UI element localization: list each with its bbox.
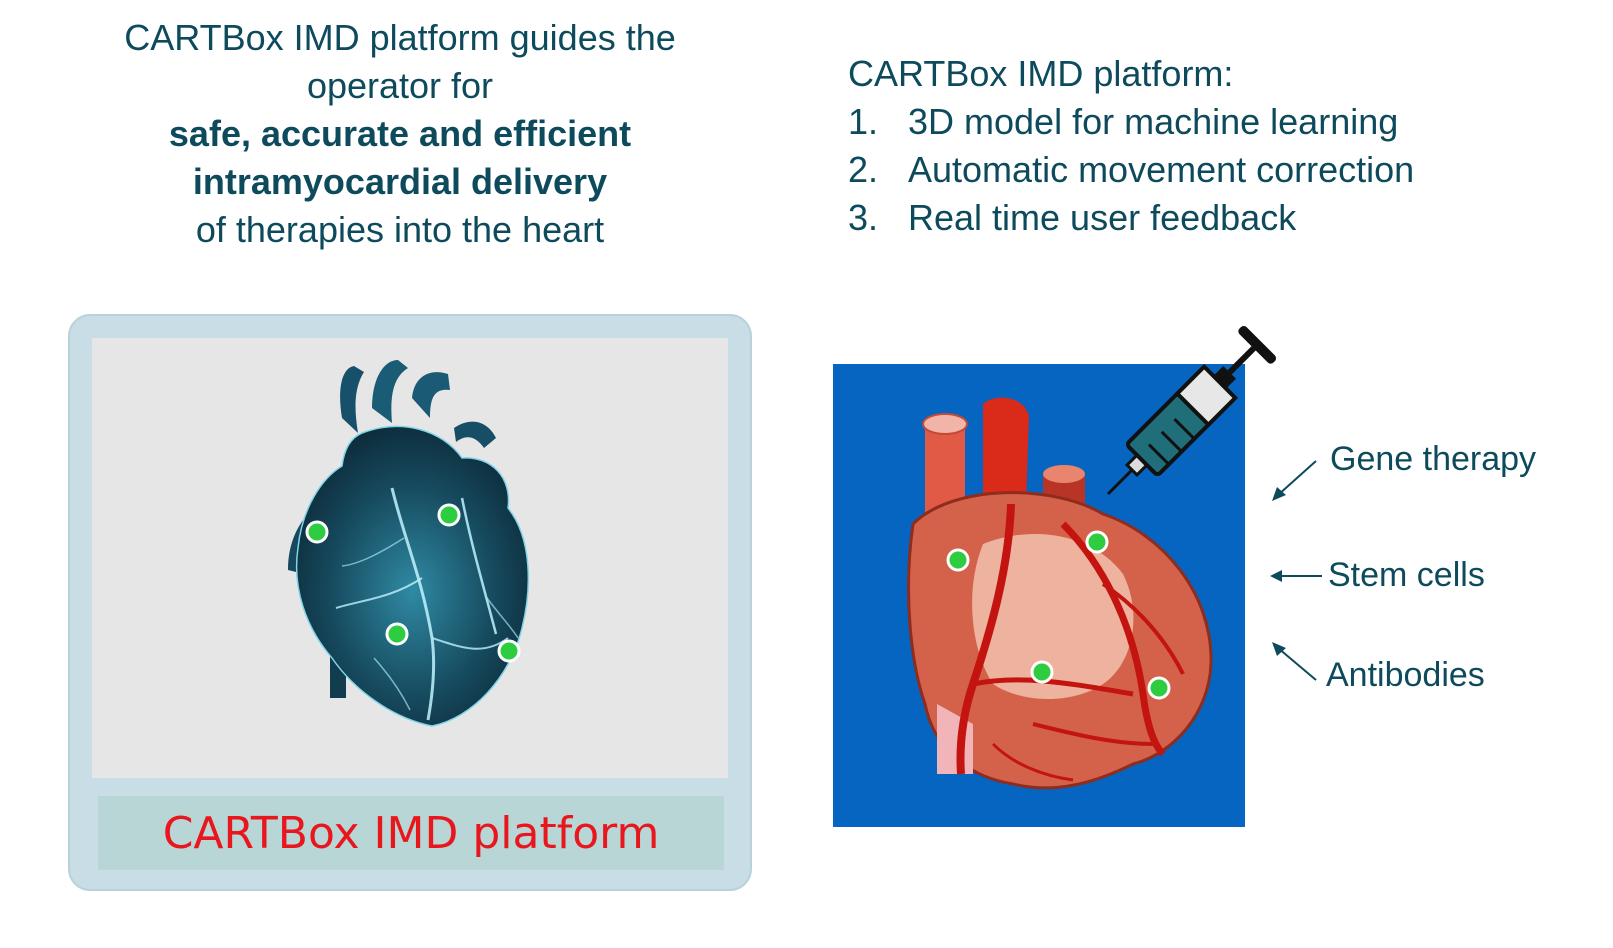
device-screen <box>92 338 728 778</box>
cartoon-heart-illustration <box>907 397 1213 790</box>
headline-line-5: of therapies into the heart <box>195 209 605 250</box>
device-label: CARTBox IMD platform <box>98 796 724 870</box>
arrow-icon <box>1272 460 1317 501</box>
feature-label: Automatic movement correction <box>908 149 1415 190</box>
injection-marker <box>305 520 329 544</box>
therapy-label-gene-therapy: Gene therapy <box>1330 440 1537 478</box>
arrow-icon <box>1272 642 1317 681</box>
feature-item: 1. 3D model for machine learning <box>848 98 1414 146</box>
feature-list-title: CARTBox IMD platform: <box>848 53 1234 94</box>
injection-marker <box>497 639 521 663</box>
injection-marker <box>1085 530 1109 554</box>
syringe-icon <box>1106 325 1277 496</box>
feature-list: CARTBox IMD platform: 1. 3D model for ma… <box>848 50 1414 242</box>
injection-marker <box>385 622 409 646</box>
injection-marker <box>946 548 970 572</box>
feature-label: 3D model for machine learning <box>908 101 1399 142</box>
headline-line-2: operator for <box>306 65 494 106</box>
arrow-icon <box>1270 570 1322 582</box>
therapy-label-antibodies: Antibodies <box>1326 656 1485 694</box>
feature-number: 2. <box>848 149 879 190</box>
therapy-panel <box>833 325 1277 827</box>
headline: CARTBox IMD platform guides the operator… <box>70 14 730 254</box>
headline-line-1: CARTBox IMD platform guides the <box>124 17 676 58</box>
therapy-label-stem-cells: Stem cells <box>1328 556 1485 594</box>
injection-marker <box>1030 660 1054 684</box>
feature-label: Real time user feedback <box>908 197 1297 238</box>
feature-item: 3. Real time user feedback <box>848 194 1414 242</box>
cartbox-device: CARTBox IMD platform <box>68 314 752 891</box>
injection-marker <box>437 503 461 527</box>
injection-marker <box>1147 676 1171 700</box>
headline-line-3: safe, accurate and efficient <box>168 113 632 154</box>
ai-heart-illustration <box>288 360 530 727</box>
feature-number: 1. <box>848 101 879 142</box>
feature-item: 2. Automatic movement correction <box>848 146 1414 194</box>
feature-number: 3. <box>848 197 879 238</box>
headline-line-4: intramyocardial delivery <box>192 161 608 202</box>
